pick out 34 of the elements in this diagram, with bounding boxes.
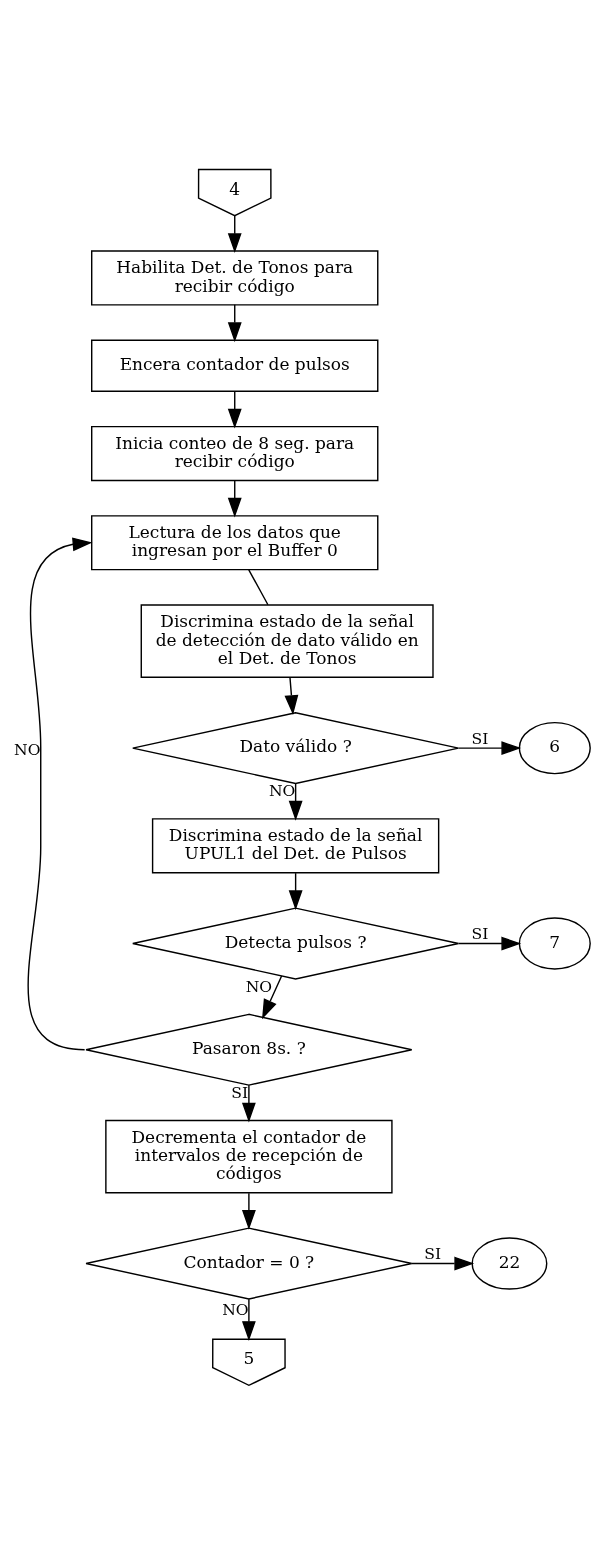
- arrow: [241, 1298, 256, 1341]
- node-diamond: Contador = 0 ?: [85, 1227, 413, 1300]
- edge-label: NO: [268, 782, 296, 801]
- edge-label: SI: [231, 1084, 249, 1103]
- node-box: Discrimina estado de la señal de detección de dato válido en el Det. de Tonos: [140, 604, 434, 678]
- edge-label: SI: [424, 1245, 442, 1264]
- node-diamond: Dato válido ?: [132, 711, 460, 785]
- node-box: Encera contador de pulsos: [91, 339, 379, 392]
- edge-label: SI: [471, 729, 489, 748]
- arrow: [227, 390, 242, 429]
- arrow: [241, 1192, 256, 1230]
- node-box: Discrimina estado de la señal UPUL1 del Det. de Pulsos: [151, 818, 440, 874]
- node-box: Decrementa el contador de intervalos de recepción de códigos: [105, 1119, 393, 1194]
- arrow: [457, 741, 522, 756]
- edge-label: SI: [471, 924, 489, 943]
- arrow: [27, 537, 93, 1051]
- node-ellipse: 22: [471, 1237, 548, 1290]
- node-ellipse: 7: [518, 917, 591, 970]
- node-ellipse: 6: [518, 721, 591, 775]
- node-diamond: Detecta pulsos ?: [132, 907, 460, 980]
- arrow: [457, 936, 522, 951]
- node-box: Lectura de los datos que ingresan por el Buffer 0: [91, 515, 379, 571]
- arrow: [262, 975, 283, 1020]
- node-diamond: Pasaron 8s. ?: [85, 1013, 413, 1086]
- arrow: [227, 215, 242, 254]
- connector: [248, 569, 269, 606]
- arrow: [284, 677, 299, 716]
- edge-label: NO: [245, 977, 273, 996]
- edge-label: NO: [14, 740, 41, 759]
- arrow: [241, 1084, 256, 1123]
- node-box: Habilita Det. de Tonos para recibir código: [91, 250, 379, 306]
- arrow: [411, 1256, 475, 1271]
- edge-label: NO: [222, 1301, 249, 1320]
- node-box: Inicia conteo de 8 seg. para recibir código: [91, 425, 379, 482]
